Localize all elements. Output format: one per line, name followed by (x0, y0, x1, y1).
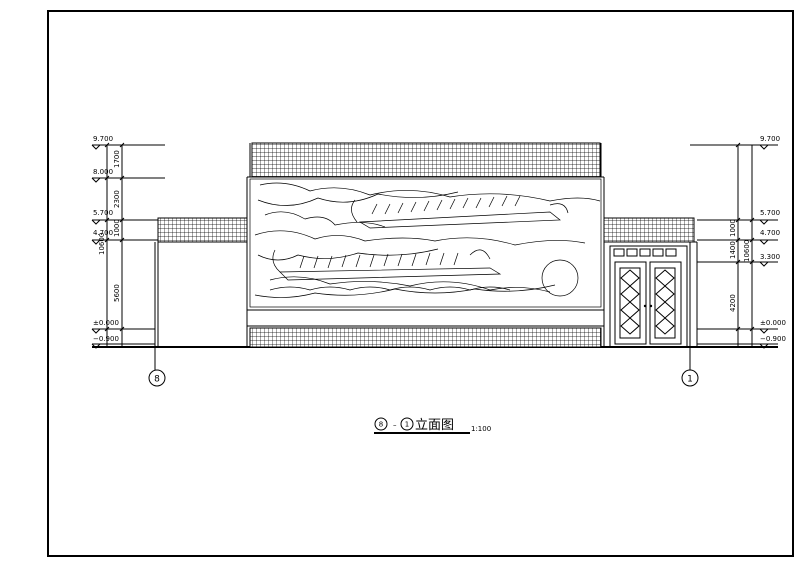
drawing-title: 8 – 1 立面图 1:100 (374, 417, 491, 434)
dim-left-2300: 2300 (113, 190, 121, 208)
level-right-0000: ±0.000 (760, 319, 786, 327)
dim-right-4200: 4200 (729, 294, 737, 312)
svg-text:1: 1 (687, 375, 693, 385)
dragon-boat-mural (249, 178, 602, 308)
svg-text:8: 8 (154, 375, 160, 385)
left-wing (154, 217, 248, 347)
level-right-9700: 9.700 (760, 135, 780, 143)
dim-right-1400: 1400 (729, 241, 737, 259)
entrance-door (609, 245, 688, 348)
right-wing (603, 217, 698, 347)
level-left-0000: ±0.000 (93, 319, 119, 327)
level-left-4700: 4.700 (93, 229, 113, 237)
right-level-marks (690, 142, 778, 349)
axis-marker-left: 8 (148, 347, 166, 387)
dim-left-1700: 1700 (113, 150, 121, 168)
level-left-5700: 5.700 (93, 209, 113, 217)
dim-left-10600: 10600 (98, 233, 106, 255)
dim-left-1000: 1000 (113, 219, 121, 237)
level-left-9700: 9.700 (93, 135, 113, 143)
dim-right-10600: 10600 (743, 240, 751, 262)
central-block (246, 142, 605, 348)
dim-left-5600: 5600 (113, 284, 121, 302)
level-left-8000: 8.000 (93, 168, 113, 176)
level-right-3300: 3.300 (760, 253, 780, 261)
left-level-marks (91, 142, 165, 349)
dim-right-1000: 1000 (729, 219, 737, 237)
drawing-frame (47, 10, 794, 557)
level-right-minus0900: −0.900 (760, 335, 786, 343)
title-dash: – (393, 421, 397, 429)
level-left-minus0900: −0.900 (93, 335, 119, 343)
axis-marker-right: 1 (681, 347, 699, 387)
title-name: 立面图 (415, 418, 454, 433)
level-right-4700: 4.700 (760, 229, 780, 237)
level-right-5700: 5.700 (760, 209, 780, 217)
title-axis-from: 8 (379, 421, 383, 429)
title-scale: 1:100 (471, 425, 491, 433)
title-axis-to: 1 (405, 421, 409, 429)
